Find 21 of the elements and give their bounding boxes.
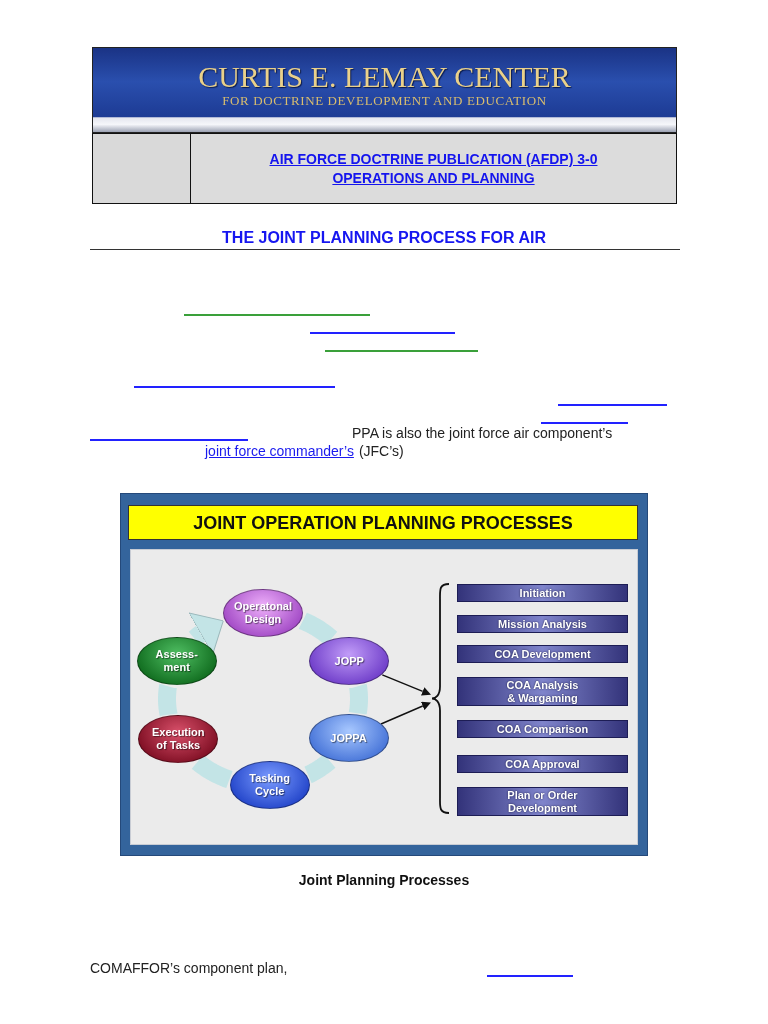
text-link: joint force commander’s [205,443,354,460]
body-text: (JFC’s) [358,443,404,460]
banner-subtitle: FOR DOCTRINE DEVELOPMENT AND EDUCATION [222,94,547,108]
step-box: Mission Analysis [457,615,628,633]
publication-link: AIR FORCE DOCTRINE PUBLICATION (AFDP) 3-0 OPERATIONS AND PLANNING [268,149,599,188]
banner-title: CURTIS E. LEMAY CENTER [198,61,571,92]
body-text: PPA is also the joint force air component’s [352,425,613,442]
step-box: Initiation [457,584,628,602]
figure-caption: Joint Planning Processes [298,872,470,889]
step-box: COA Comparison [457,720,628,738]
step-box: COA Approval [457,755,628,773]
figure-panel [120,493,648,856]
step-box: COA Development [457,645,628,663]
page-heading: THE JOINT PLANNING PROCESS FOR AIR [222,228,546,247]
arrow [380,701,431,725]
arrow [381,674,431,696]
step-box: Plan or Order Development [457,787,628,816]
curly-brace [431,583,449,814]
body-text: COMAFFOR’s component plan, [90,960,288,977]
step-box: COA Analysis & Wargaming [457,677,628,706]
figure-title: JOINT OPERATION PLANNING PROCESSES [128,505,638,540]
